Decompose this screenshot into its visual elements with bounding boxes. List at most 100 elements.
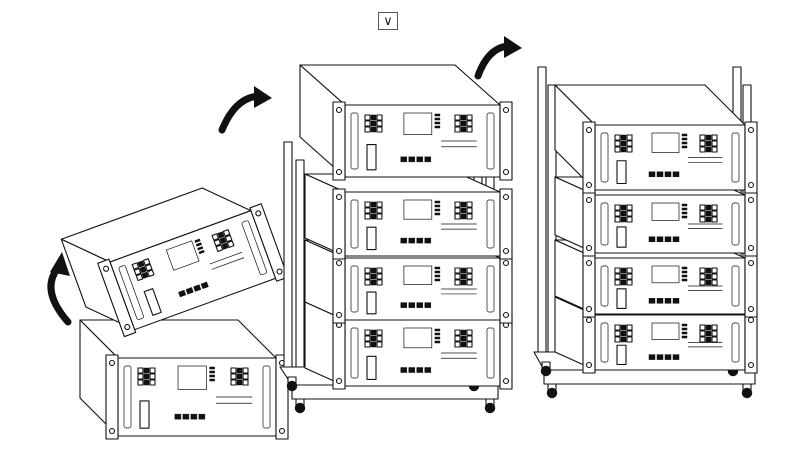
screw xyxy=(585,259,593,267)
left-handle xyxy=(350,112,359,170)
screw xyxy=(335,106,343,114)
screw xyxy=(585,244,593,252)
left-mounting-ear xyxy=(97,258,137,338)
left-mounting-ear xyxy=(332,101,346,181)
power-switch xyxy=(139,400,150,429)
right-handle xyxy=(486,112,495,170)
indicator-led xyxy=(434,125,441,129)
comm-port xyxy=(408,237,416,244)
comm-port xyxy=(656,298,664,304)
comm-port xyxy=(656,171,664,178)
battery-module-lifted xyxy=(299,64,513,181)
comm-port xyxy=(408,367,416,373)
screw xyxy=(502,259,510,267)
negative-terminal-block xyxy=(454,267,473,286)
comm-port xyxy=(416,367,424,373)
comm-port xyxy=(416,302,424,308)
right-mounting-ear xyxy=(499,101,513,181)
left-mounting-ear xyxy=(582,121,596,194)
comm-port xyxy=(424,237,432,244)
screw xyxy=(335,259,343,267)
negative-terminal-block xyxy=(699,134,718,153)
display-screen xyxy=(651,132,680,153)
positive-terminal-block xyxy=(614,134,633,153)
positive-terminal-block xyxy=(614,267,633,286)
screw xyxy=(335,377,343,385)
display-screen xyxy=(651,202,680,221)
power-switch xyxy=(616,226,627,248)
comm-port xyxy=(408,156,416,163)
indicator-led xyxy=(434,278,441,282)
left-handle xyxy=(350,199,359,249)
collapse-toggle-button[interactable]: ∨ xyxy=(378,12,398,30)
comm-port xyxy=(664,236,672,243)
comm-port xyxy=(664,298,672,304)
caster-wheel xyxy=(286,380,298,392)
left-handle xyxy=(118,265,144,320)
right-mounting-ear xyxy=(744,121,758,194)
comm-port xyxy=(424,156,432,163)
comm-port xyxy=(174,413,182,420)
left-handle xyxy=(600,202,609,246)
left-mounting-ear xyxy=(105,354,119,440)
right-handle xyxy=(731,202,740,246)
negative-terminal-block xyxy=(699,324,718,343)
screw xyxy=(502,193,510,201)
screw xyxy=(747,305,755,313)
indicator-led xyxy=(434,340,441,344)
indicator-led xyxy=(434,336,441,340)
positive-terminal-block xyxy=(614,204,633,223)
screw xyxy=(335,168,343,176)
screw xyxy=(124,323,131,331)
screw xyxy=(502,377,510,385)
indicator-led xyxy=(681,215,688,219)
display-screen xyxy=(403,199,433,220)
indicator-led xyxy=(681,335,688,339)
curved-arrow-right-icon xyxy=(474,36,522,80)
comm-port xyxy=(400,156,408,163)
right-mounting-ear xyxy=(499,188,513,260)
rack-post xyxy=(537,66,547,353)
positive-terminal-block xyxy=(131,258,155,282)
indicator-led xyxy=(681,137,688,141)
positive-terminal-block xyxy=(364,267,383,286)
curved-arrow-up-icon xyxy=(47,252,72,326)
cart-base-front xyxy=(291,384,499,400)
positive-terminal-block xyxy=(614,324,633,343)
negative-terminal-block xyxy=(699,267,718,286)
indicator-led xyxy=(434,328,441,332)
screw xyxy=(502,247,510,255)
indicator-led xyxy=(681,266,688,270)
comm-port xyxy=(408,302,416,308)
indicator-led xyxy=(681,270,688,274)
comm-port xyxy=(656,354,664,360)
display-screen xyxy=(403,112,433,135)
comm-port xyxy=(200,281,209,290)
power-switch xyxy=(366,355,377,380)
right-mounting-ear xyxy=(275,354,289,440)
indicator-led xyxy=(434,121,441,125)
comm-port xyxy=(424,367,432,373)
left-handle xyxy=(350,265,359,313)
screw xyxy=(103,265,110,272)
indicator-led xyxy=(197,246,204,251)
comm-port xyxy=(400,367,408,373)
comm-port xyxy=(648,171,656,178)
display-screen xyxy=(403,327,433,349)
indicator-led xyxy=(681,141,688,145)
rack-post xyxy=(283,141,293,368)
indicator-led xyxy=(198,249,205,255)
battery-module-stack-3 xyxy=(304,173,513,260)
screw xyxy=(747,316,755,324)
negative-terminal-block xyxy=(454,201,473,220)
comm-port xyxy=(648,236,656,243)
negative-terminal-block xyxy=(699,204,718,223)
right-handle xyxy=(241,220,267,276)
negative-terminal-block xyxy=(454,114,473,133)
caster-wheel xyxy=(294,402,306,414)
screw xyxy=(502,311,510,319)
indicator-led xyxy=(194,238,201,243)
indicator-led xyxy=(209,370,215,374)
right-handle xyxy=(731,265,740,307)
comm-port xyxy=(672,171,680,178)
